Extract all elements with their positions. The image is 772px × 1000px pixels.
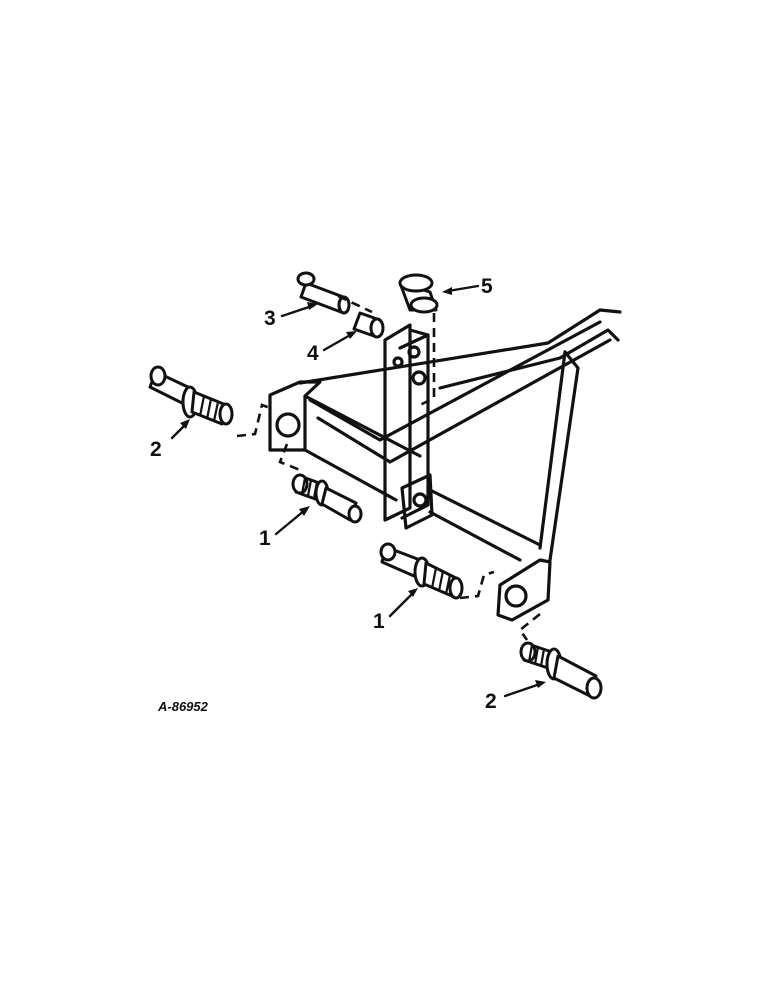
callout-1-middle: 1 (259, 527, 271, 550)
stud-part-2-upper (148, 365, 234, 426)
leader-lines (170, 284, 546, 698)
callout-2-lower: 2 (485, 690, 497, 713)
figure-id: A-86952 (157, 699, 209, 714)
pin-part-1-middle (291, 473, 363, 524)
bushing-part-4 (352, 311, 385, 339)
stud-part-2-lower (519, 641, 603, 700)
pin-part-1-lower (379, 542, 464, 600)
callout-3: 3 (264, 307, 276, 330)
assembly-lines (236, 294, 541, 641)
hitch-frame (268, 308, 622, 622)
callout-4: 4 (307, 342, 319, 365)
center-mast (383, 323, 434, 530)
callout-1-lower: 1 (373, 610, 385, 633)
clevis-pin-part-3 (296, 271, 351, 315)
callout-5: 5 (481, 275, 493, 298)
callout-2-upper: 2 (150, 438, 162, 461)
sleeve-part-5 (398, 273, 439, 314)
